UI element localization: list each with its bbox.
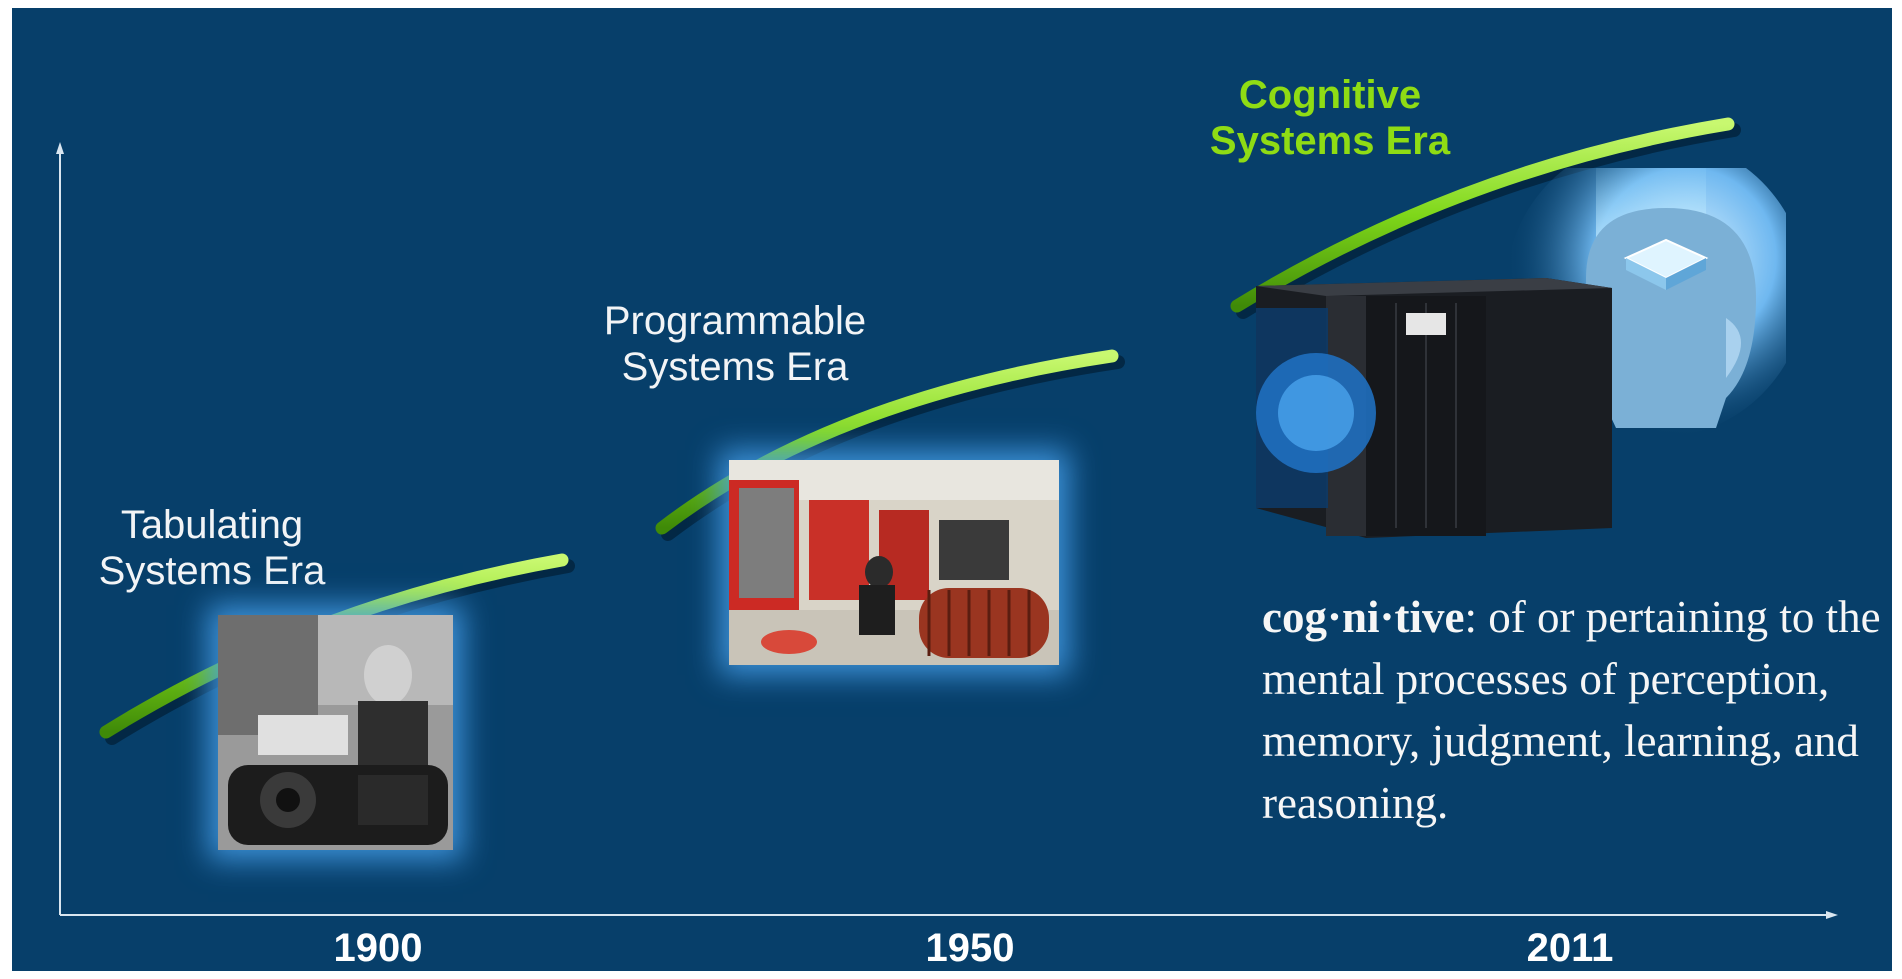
programmable-era-curve [655,349,1119,535]
cognitive-era-image [1256,138,1806,538]
year-label-2011: 2011 [1526,926,1614,970]
year-label-1900: 1900 [333,926,423,970]
programmable-era-photo [729,460,1059,665]
cognitive-era-curve [1230,117,1735,313]
y-axis-arrow-icon [56,142,64,154]
era-label-tabulating: Tabulating Systems Era [98,503,326,593]
definition-text: : of or pertaining to the mental process… [1262,592,1881,828]
slide: Tabulating Systems Era Programmable Syst… [12,8,1892,971]
x-axis-arrow-icon [1826,911,1838,919]
cognitive-definition: cog·ni·tive: of or pertaining to the men… [1262,586,1892,834]
era-label-programmable: Programmable Systems Era [603,299,867,389]
definition-term: cog·ni·tive [1262,592,1465,642]
era-label-cognitive: Cognitive Systems Era [1209,73,1451,163]
year-label-1950: 1950 [925,926,1015,970]
tabulating-era-photo [218,615,453,850]
